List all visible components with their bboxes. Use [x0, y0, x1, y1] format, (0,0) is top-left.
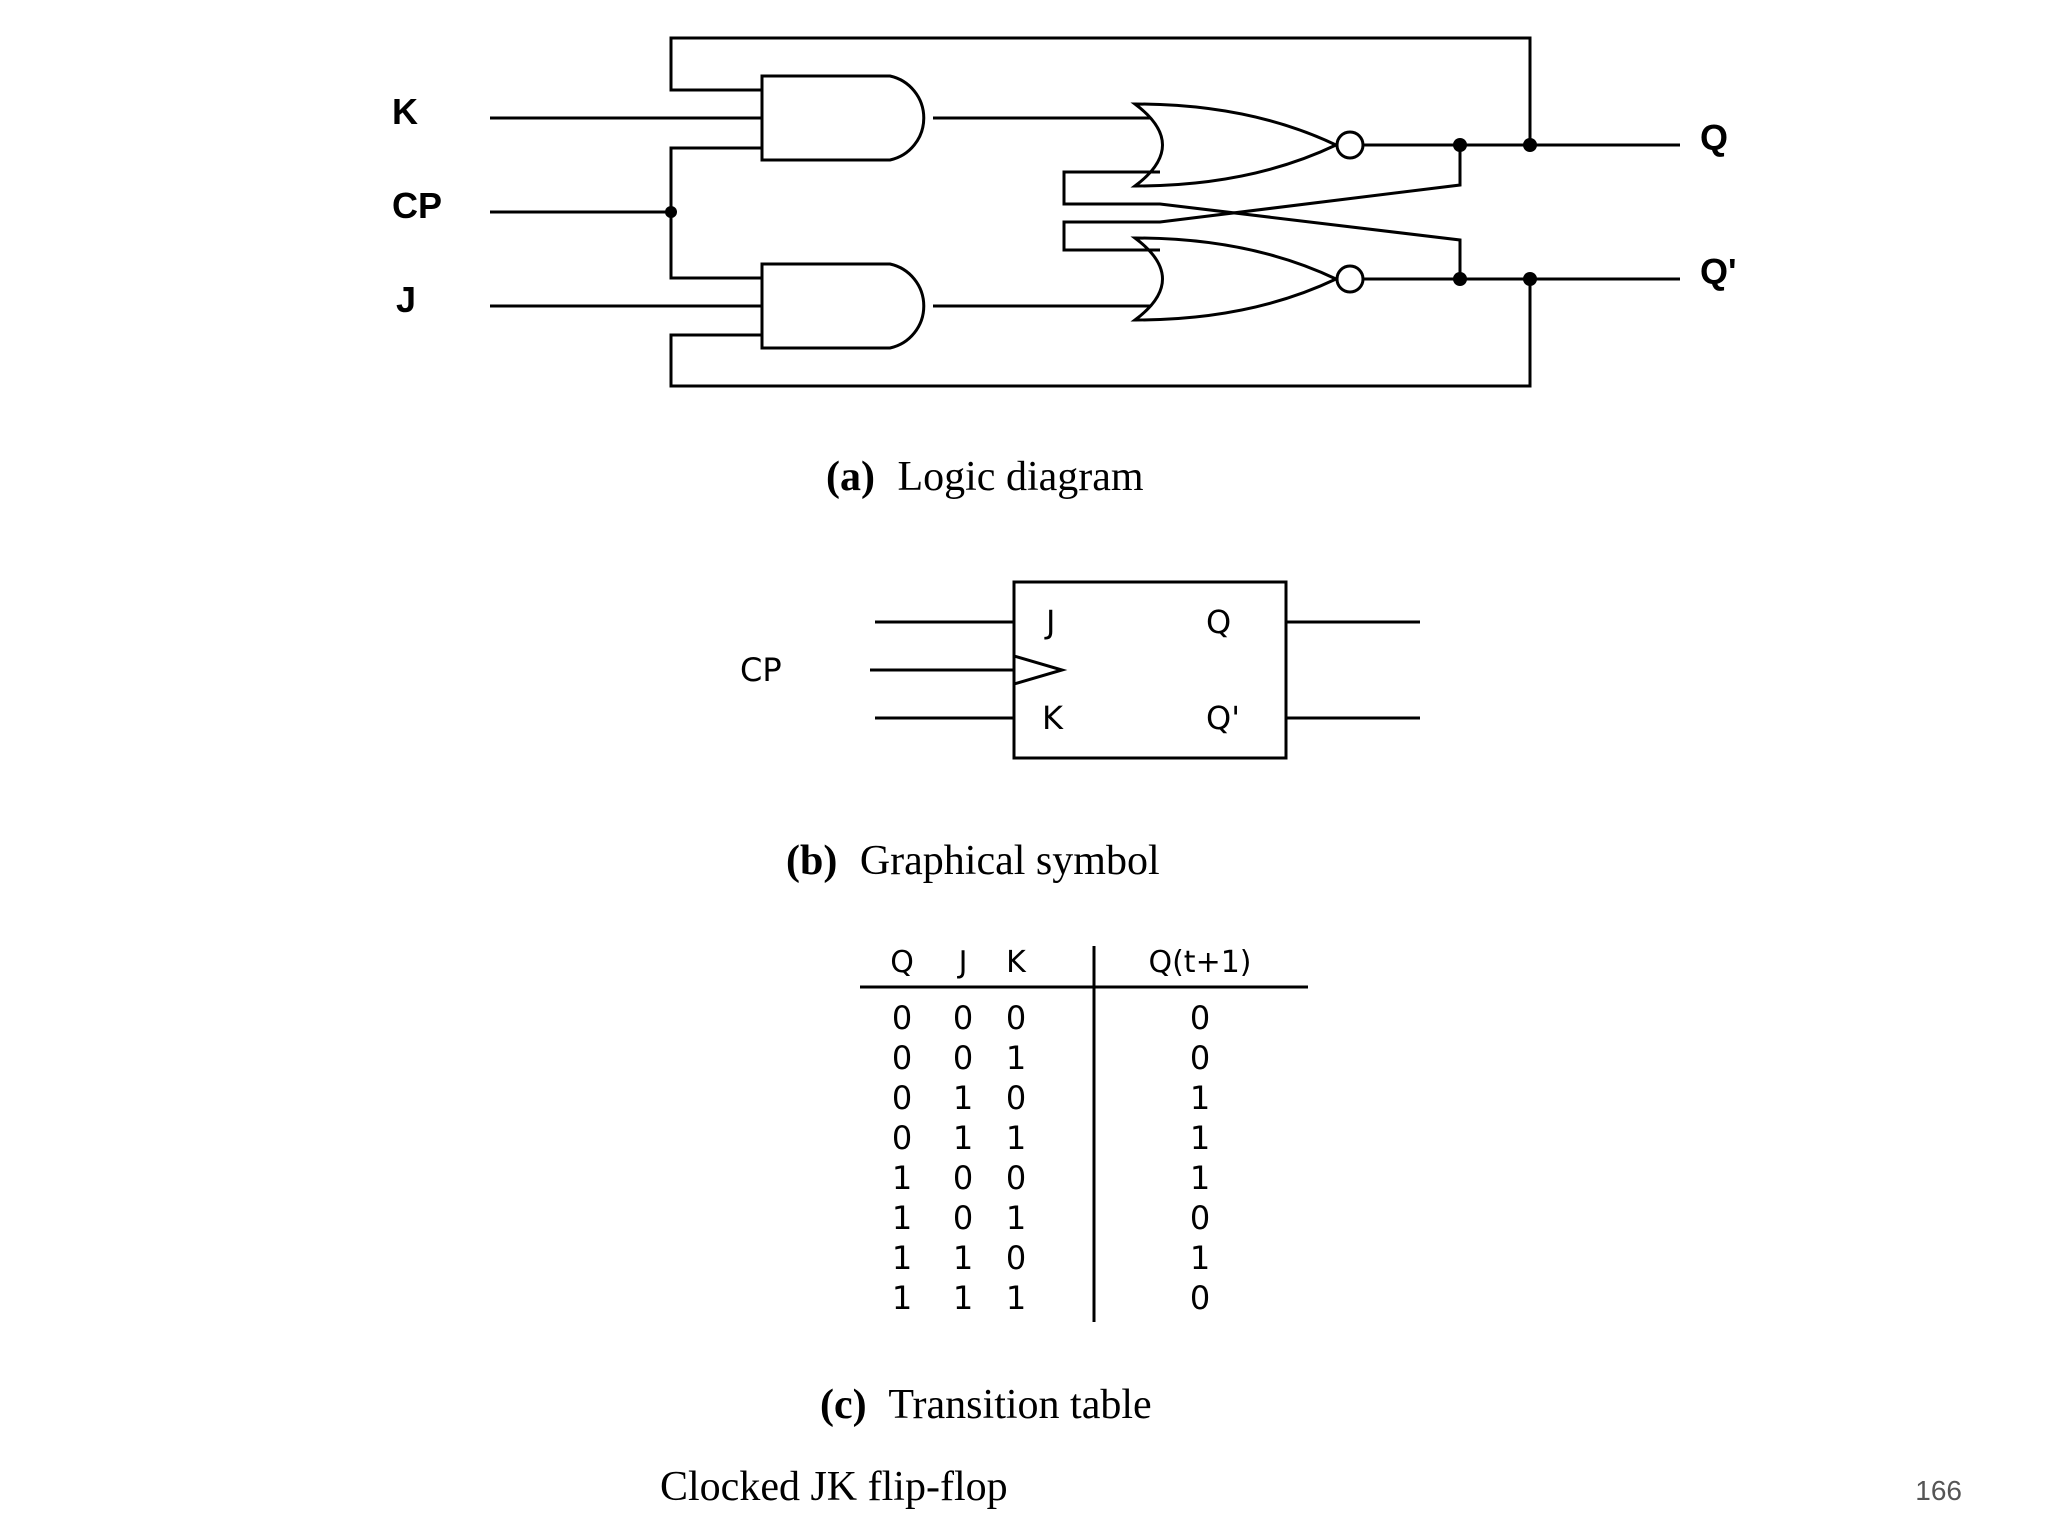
table-cell-j: 0 — [953, 1159, 973, 1197]
table-cell-j: 1 — [953, 1239, 973, 1277]
nor-gate-top — [1130, 102, 1340, 188]
table-cell-j: 0 — [953, 1039, 973, 1077]
cp-input-label: CP — [392, 185, 442, 226]
table-cell-k: 0 — [1006, 1079, 1026, 1117]
table-cell-next-q: 1 — [1190, 1239, 1210, 1277]
table-header-row: Q J K Q(t+1) — [890, 945, 1251, 980]
qbar-junction-dot-2 — [1523, 272, 1537, 286]
table-header-q: Q — [890, 945, 914, 980]
table-cell-k: 1 — [1006, 1199, 1026, 1237]
table-cell-j: 1 — [953, 1079, 973, 1117]
clock-triangle-icon — [1013, 654, 1068, 686]
table-cell-q: 0 — [892, 1079, 912, 1117]
table-cell-q: 0 — [892, 1039, 912, 1077]
sym-k-label: K — [1042, 699, 1064, 737]
table-cell-q: 1 — [892, 1239, 912, 1277]
table-cell-next-q: 1 — [1190, 1159, 1210, 1197]
q-output-label: Q — [1700, 117, 1728, 158]
page-number: 166 — [1915, 1475, 1962, 1506]
logic-diagram-caption: (a) Logic diagram — [826, 454, 1144, 500]
table-cell-k: 1 — [1006, 1119, 1026, 1157]
table-cell-next-q: 1 — [1190, 1079, 1210, 1117]
sym-j-label: J — [1044, 603, 1055, 641]
logic-diagram-caption-tag: (a) — [826, 454, 875, 500]
q-junction-dot-1 — [1453, 138, 1467, 152]
qbar-junction-dot-1 — [1453, 272, 1467, 286]
table-cell-next-q: 0 — [1190, 999, 1210, 1037]
table-header-j: J — [957, 945, 968, 980]
table-cell-j: 1 — [953, 1279, 973, 1317]
k-input-label: K — [392, 91, 418, 132]
feedback-top-wire — [669, 36, 1532, 145]
q-junction-dot-2 — [1523, 138, 1537, 152]
table-cell-q: 1 — [892, 1199, 912, 1237]
j-input-label: J — [396, 279, 416, 320]
cp-branch-wire — [669, 146, 762, 280]
nor-top-bubble — [1335, 130, 1365, 160]
table-cell-j: 0 — [953, 999, 973, 1037]
table-cell-k: 0 — [1006, 1239, 1026, 1277]
table-cell-next-q: 1 — [1190, 1119, 1210, 1157]
logic-diagram-caption-text: Logic diagram — [897, 454, 1143, 500]
transition-table-caption-tag: (c) — [820, 1382, 867, 1428]
graphical-symbol-caption-text: Graphical symbol — [860, 838, 1160, 884]
cross-feedback-qbar-wire — [1062, 170, 1462, 279]
logic-diagram: K CP J Q Q' (a) Logic diagram — [392, 36, 1737, 500]
cp-junction-dot — [665, 206, 677, 218]
table-cell-next-q: 0 — [1190, 1039, 1210, 1077]
figure-title: Clocked JK flip-flop — [660, 1464, 1008, 1510]
table-cell-k: 0 — [1006, 999, 1026, 1037]
table-cell-k: 0 — [1006, 1159, 1026, 1197]
table-cell-j: 0 — [953, 1199, 973, 1237]
table-cell-q: 0 — [892, 1119, 912, 1157]
transition-table-caption: (c) Transition table — [820, 1382, 1152, 1428]
graphical-symbol: J K CP Q Q' (b) Graphical symbol — [740, 580, 1420, 884]
graphical-symbol-caption-tag: (b) — [786, 838, 837, 884]
sym-qbar-label: Q' — [1206, 699, 1240, 737]
transition-table-caption-text: Transition table — [888, 1382, 1151, 1428]
table-cell-q: 0 — [892, 999, 912, 1037]
table-cell-next-q: 0 — [1190, 1199, 1210, 1237]
table-cell-q: 1 — [892, 1159, 912, 1197]
nor-bottom-bubble — [1335, 264, 1365, 294]
sym-cp-label: CP — [740, 651, 782, 689]
table-cell-next-q: 0 — [1190, 1279, 1210, 1317]
table-cell-k: 1 — [1006, 1039, 1026, 1077]
qbar-output-label: Q' — [1700, 251, 1737, 292]
table-cell-q: 1 — [892, 1279, 912, 1317]
table-cell-k: 1 — [1006, 1279, 1026, 1317]
cross-feedback-q-wire — [1062, 145, 1462, 252]
table-header-next-q: Q(t+1) — [1148, 945, 1251, 980]
and-gate-bottom — [760, 262, 926, 350]
nor-gate-bottom — [1130, 236, 1340, 322]
feedback-bottom-wire — [669, 280, 1532, 388]
sym-q-label: Q — [1206, 603, 1231, 641]
table-header-k: K — [1006, 945, 1027, 980]
graphical-symbol-caption: (b) Graphical symbol — [786, 838, 1160, 884]
table-cell-j: 1 — [953, 1119, 973, 1157]
and-gate-top — [760, 74, 926, 162]
